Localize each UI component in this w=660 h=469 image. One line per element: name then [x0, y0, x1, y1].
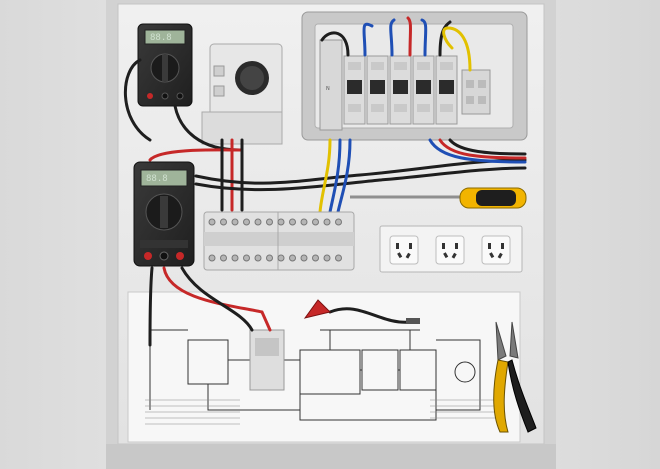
power-outlet	[481, 235, 511, 265]
terminal-screw	[254, 218, 262, 226]
multimeter-top: 88.8	[137, 23, 193, 107]
terminal-screw	[300, 254, 308, 262]
board-bottom-edge	[106, 444, 556, 469]
power-outlet	[435, 235, 465, 265]
circuit-breaker	[366, 55, 389, 125]
circuit-breaker	[435, 55, 458, 125]
terminal-screw	[243, 218, 250, 226]
screwdriver	[350, 187, 527, 209]
terminal-screw	[208, 254, 216, 262]
main-wiring-harness	[148, 138, 527, 214]
circuit-breaker	[412, 55, 435, 125]
multimeter-bottom: 88.8	[133, 161, 195, 267]
terminal-screw	[266, 218, 273, 226]
breaker-row	[343, 55, 458, 125]
terminal-screw	[231, 218, 239, 226]
terminal-screw	[208, 218, 216, 226]
terminal-screw	[277, 254, 285, 262]
circuit-breaker	[343, 55, 366, 125]
terminal-screw	[300, 218, 308, 226]
svg-text:N: N	[326, 86, 330, 92]
terminal-screw	[254, 254, 262, 262]
power-outlet	[389, 235, 419, 265]
energy-meter-device	[201, 43, 283, 145]
wiring-diagram-sheet	[127, 291, 521, 443]
probe-leads	[148, 266, 412, 347]
terminal-screw	[335, 254, 342, 262]
terminal-screw	[231, 254, 239, 262]
terminal-screw	[323, 218, 331, 226]
circuit-breaker	[389, 55, 412, 125]
alligator-clip	[303, 299, 420, 324]
enclosure-wires	[320, 16, 472, 72]
svg-text:88.8: 88.8	[150, 33, 172, 43]
terminal-screw	[312, 254, 319, 262]
terminal-block-right	[461, 69, 491, 115]
terminal-screw	[220, 218, 227, 226]
terminal-screw	[289, 254, 296, 262]
terminal-screw	[312, 218, 319, 226]
terminal-screw	[277, 218, 285, 226]
svg-text:88.8: 88.8	[146, 174, 168, 184]
terminal-screw	[266, 254, 273, 262]
terminal-screws	[208, 218, 342, 262]
pliers	[493, 321, 537, 433]
terminal-screw	[220, 254, 227, 262]
outlets	[389, 235, 511, 265]
terminal-screw	[289, 218, 296, 226]
terminal-screw	[335, 218, 342, 226]
terminal-screw	[323, 254, 331, 262]
terminal-screw	[243, 254, 250, 262]
